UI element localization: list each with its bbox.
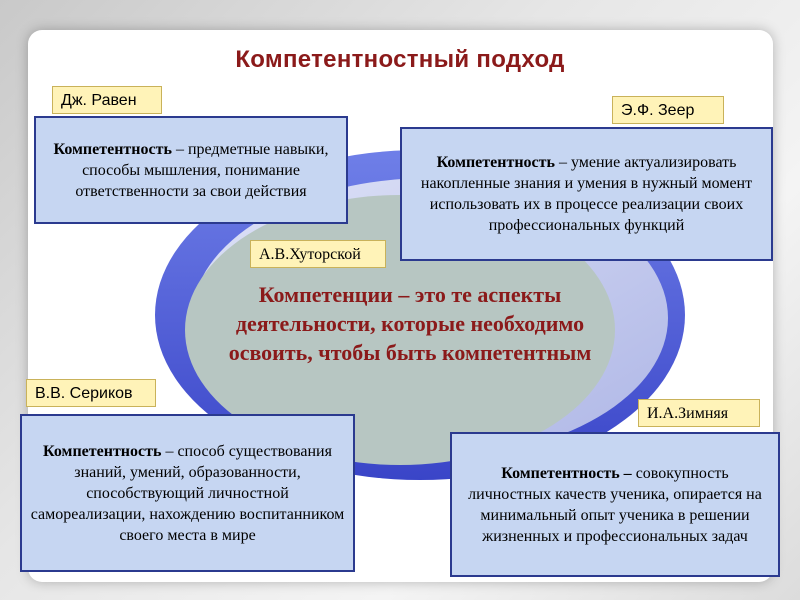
- term: Компетентность: [436, 154, 555, 171]
- author-label-zeer: Э.Ф. Зеер: [612, 96, 724, 124]
- term: Компетентность: [43, 442, 162, 460]
- author-label-serikov: В.В. Сериков: [26, 379, 156, 407]
- definition-text: совокупность личностных качеств ученика,…: [468, 464, 762, 545]
- definition-box-serikov: Компетентность – способ существования зн…: [20, 414, 355, 572]
- definition-box-zimnyaya: Компетентность – совокупность личностных…: [450, 432, 780, 577]
- definition-text: – предметные навыки, способы мышления, п…: [75, 140, 329, 200]
- definition-text: – умение актуализировать накопленные зна…: [420, 154, 753, 234]
- definition-box-zeer: Компетентность – умение актуализировать …: [400, 127, 773, 261]
- term: Компетентность: [53, 140, 172, 158]
- term: Компетентность –: [501, 464, 632, 482]
- author-label-zimnyaya: И.А.Зимняя: [638, 399, 760, 427]
- author-label-khutorskoy: А.В.Хуторской: [250, 240, 386, 268]
- central-definition: Компетенции – это те аспекты деятельност…: [228, 282, 592, 365]
- definition-box-raven: Компетентность – предметные навыки, спос…: [34, 116, 348, 224]
- definition-text: – способ существования знаний, умений, о…: [30, 442, 345, 544]
- page-title: Компетентностный подход: [235, 46, 565, 73]
- author-label-raven: Дж. Равен: [52, 86, 162, 114]
